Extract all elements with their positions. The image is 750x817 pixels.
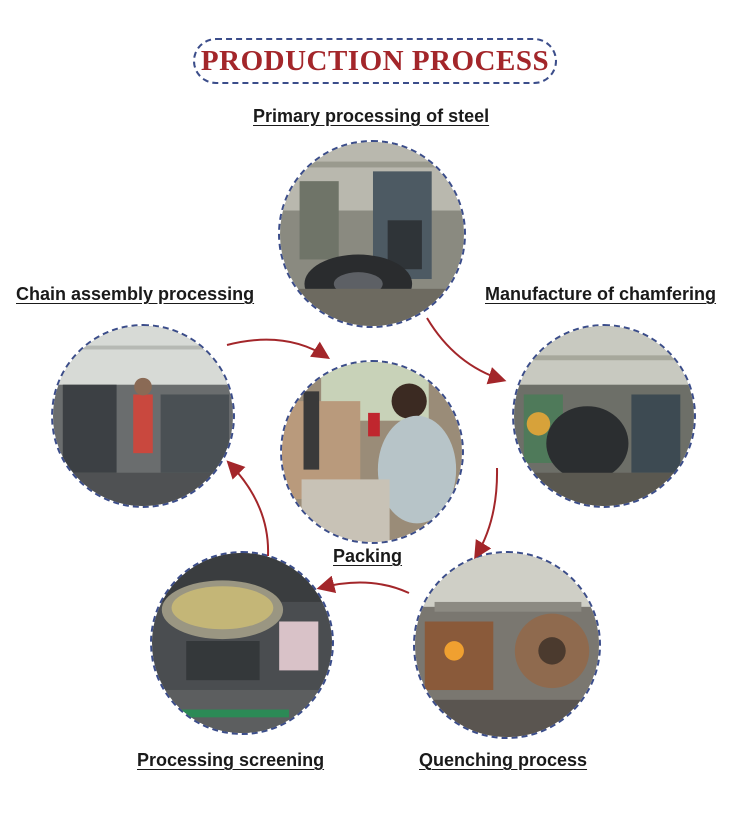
photo-screening xyxy=(150,551,334,735)
label-primary-processing: Primary processing of steel xyxy=(253,106,490,126)
label-packing: Packing xyxy=(333,546,403,566)
photo-primary-processing xyxy=(278,140,466,328)
arrow-assembly-to-packing xyxy=(226,338,331,359)
page-title: PRODUCTION PROCESS xyxy=(200,44,550,77)
photo-quenching xyxy=(413,551,601,739)
arrow-quenching-to-screening xyxy=(316,575,410,594)
label-screening: Processing screening xyxy=(137,750,325,770)
photo-chamfering xyxy=(512,324,696,508)
label-quenching: Quenching process xyxy=(419,750,588,770)
photo-chain-assembly xyxy=(51,324,235,508)
label-chain-assembly: Chain assembly processing xyxy=(16,284,255,304)
arrow-chamfering-to-quenching xyxy=(474,467,499,560)
photo-packing xyxy=(280,360,464,544)
arrow-screening-to-assembly xyxy=(226,460,270,557)
title-badge: PRODUCTION PROCESS xyxy=(193,38,557,84)
label-chamfering: Manufacture of chamfering xyxy=(485,284,717,304)
